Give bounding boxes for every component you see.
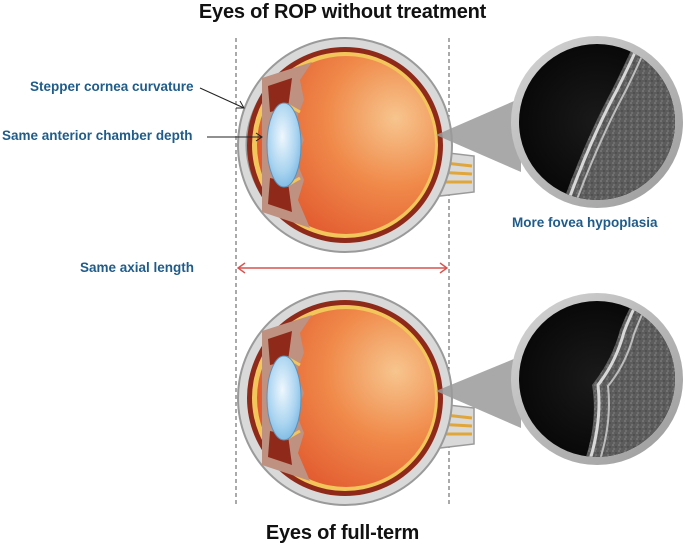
full-term-oct-inset	[511, 293, 683, 465]
label-axial-length: Same axial length	[80, 260, 195, 275]
label-cornea-curvature: Stepper cornea curvature	[30, 79, 194, 94]
cornea-pointer	[199, 87, 245, 109]
label-fovea-hypoplasia: More fovea hypoplasia	[512, 215, 658, 230]
chamber-pointer	[207, 132, 263, 142]
label-anterior-chamber: Same anterior chamber depth	[2, 128, 193, 143]
rop-eye	[237, 37, 521, 253]
full-term-eye	[237, 290, 521, 506]
axial-length-arrow	[236, 262, 449, 274]
title-full-term: Eyes of full-term	[265, 522, 420, 544]
rop-oct-inset	[511, 36, 683, 208]
title-rop: Eyes of ROP without treatment	[198, 1, 487, 23]
